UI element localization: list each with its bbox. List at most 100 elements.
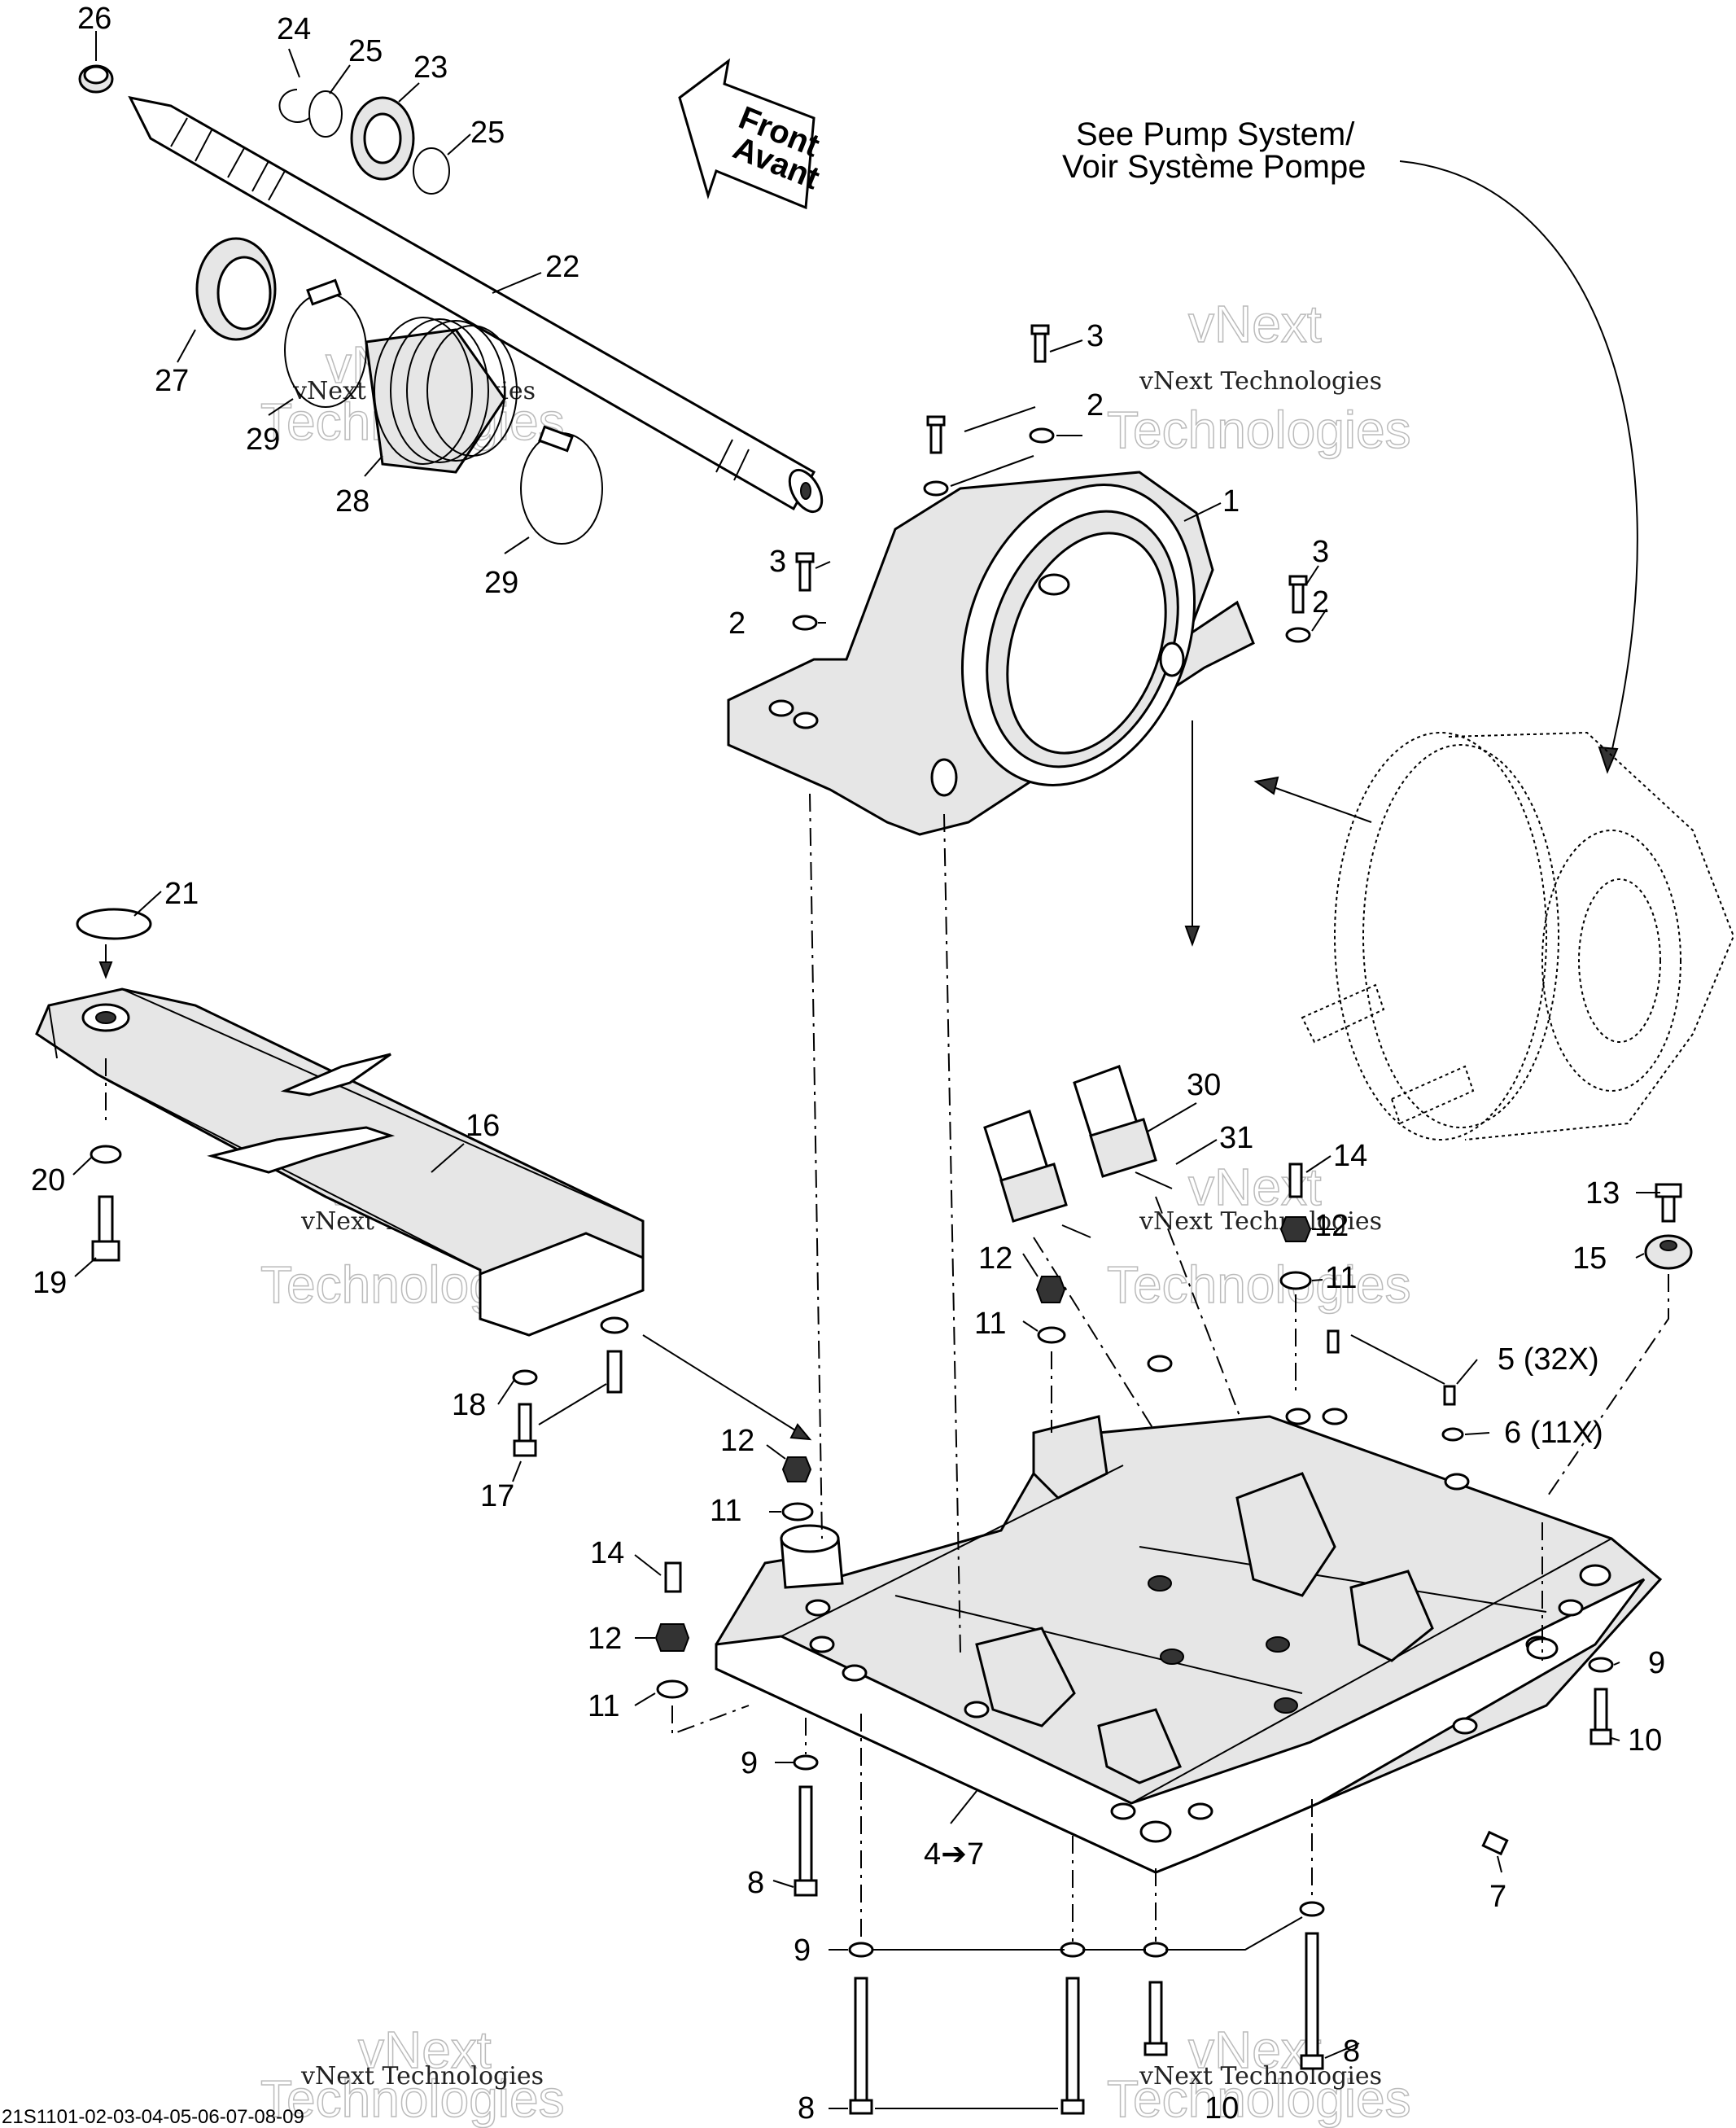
callout-12: 12 bbox=[588, 1622, 622, 1656]
watermark-big: vNext bbox=[358, 2021, 492, 2079]
washer-6 bbox=[1441, 1427, 1464, 1442]
callout-1: 1 bbox=[1222, 484, 1240, 519]
washer-2 bbox=[1285, 627, 1311, 643]
diagram-code: 21S1101-02-03-04-05-06-07-08-09 bbox=[2, 2106, 304, 2128]
bolt-10 bbox=[1594, 1688, 1608, 1732]
nut-12 bbox=[1035, 1276, 1066, 1303]
washer-2 bbox=[792, 615, 818, 631]
plug-21 bbox=[76, 908, 152, 940]
washer-11 bbox=[781, 1502, 814, 1522]
washer-18 bbox=[512, 1369, 538, 1386]
leader-lines bbox=[72, 31, 1660, 2109]
callout-23: 23 bbox=[413, 50, 448, 85]
pump-support-16 bbox=[35, 908, 645, 1337]
callout-17: 17 bbox=[480, 1479, 514, 1513]
washer-2 bbox=[1029, 427, 1055, 444]
callout-29: 29 bbox=[484, 566, 518, 600]
watermark-big: Technologies bbox=[1107, 1255, 1411, 1314]
plate-holes bbox=[805, 1355, 1611, 1843]
hose-fittings-30 bbox=[983, 1065, 1336, 1666]
o-ring-31 bbox=[1061, 1224, 1091, 1238]
callout-10: 10 bbox=[1205, 2091, 1239, 2126]
callout-14: 14 bbox=[590, 1536, 624, 1570]
front-direction-arrow: Front Avant bbox=[678, 58, 824, 210]
washer-9 bbox=[848, 1942, 874, 1958]
callout-labels: 26 24 25 23 25 22 27 29 28 29 3 2 1 3 2 … bbox=[31, 2, 1665, 2126]
mount-15 bbox=[1644, 1234, 1693, 1270]
washer-9 bbox=[1588, 1657, 1614, 1673]
callout-31: 31 bbox=[1219, 1121, 1253, 1155]
o-ring-31 bbox=[1135, 1171, 1173, 1189]
callout-8: 8 bbox=[798, 2091, 815, 2126]
callout-21: 21 bbox=[164, 877, 199, 911]
driveshaft-assembly bbox=[78, 64, 824, 545]
bolt-8 bbox=[854, 1977, 868, 2102]
callout-9: 9 bbox=[1648, 1646, 1665, 1680]
nut-12 bbox=[1279, 1216, 1312, 1242]
washer-18 bbox=[600, 1316, 629, 1334]
callout-20: 20 bbox=[31, 1163, 65, 1198]
watermark-small: vNext Technologies bbox=[1139, 2062, 1382, 2091]
callout-26: 26 bbox=[77, 2, 112, 36]
callout-11: 11 bbox=[1325, 1261, 1357, 1295]
clamp-29 bbox=[520, 425, 603, 545]
washer-9 bbox=[793, 1754, 819, 1771]
watermark-big: Technologies bbox=[1107, 401, 1411, 459]
callout-15: 15 bbox=[1572, 1241, 1607, 1276]
pump-note-line2: Voir Système Pompe bbox=[1062, 149, 1366, 185]
callout-3: 3 bbox=[769, 545, 786, 579]
callout-8: 8 bbox=[747, 1866, 764, 1900]
bolt-5 bbox=[1327, 1329, 1340, 1354]
callout-28: 28 bbox=[335, 484, 370, 519]
stud-14 bbox=[1288, 1163, 1303, 1198]
watermark-small: vNext Technologies bbox=[1139, 367, 1382, 396]
bolt-8 bbox=[1065, 1977, 1080, 2102]
callout-30: 30 bbox=[1187, 1068, 1221, 1102]
callout-2: 2 bbox=[1312, 585, 1329, 620]
watermark-big: Technologies bbox=[260, 2069, 565, 2128]
watermark-big: Technologies bbox=[1107, 2069, 1411, 2128]
washer-2 bbox=[923, 480, 949, 497]
bolt-17 bbox=[518, 1403, 532, 1443]
callout-12: 12 bbox=[720, 1424, 754, 1458]
seal-27 bbox=[195, 237, 277, 341]
driveshaft-housing-1 bbox=[727, 471, 1255, 836]
callout-16: 16 bbox=[466, 1109, 500, 1143]
pump-note-line1: See Pump System/ bbox=[1076, 116, 1355, 152]
stud-14 bbox=[664, 1561, 682, 1593]
nut-12 bbox=[781, 1456, 812, 1482]
callout-14: 14 bbox=[1333, 1139, 1367, 1173]
engine-mount-plate-4 bbox=[715, 1355, 1663, 1874]
callout-3: 3 bbox=[1087, 319, 1104, 353]
watermark-small: vNext Technologies bbox=[300, 2062, 544, 2091]
o-ring-25 bbox=[308, 90, 343, 138]
support-fasteners bbox=[90, 1058, 812, 1457]
boot-28 bbox=[365, 317, 518, 474]
washer-11 bbox=[656, 1679, 689, 1699]
callout-24: 24 bbox=[277, 12, 311, 46]
pump-system-note: See Pump System/ Voir Système Pompe bbox=[1062, 116, 1638, 774]
bearing-23 bbox=[350, 96, 415, 181]
washer-9 bbox=[1060, 1942, 1086, 1958]
seal-26 bbox=[78, 64, 114, 94]
washer-11 bbox=[1279, 1271, 1312, 1290]
callout-9: 9 bbox=[794, 1933, 811, 1968]
callout-12: 12 bbox=[1314, 1209, 1349, 1243]
callout-25: 25 bbox=[470, 116, 505, 150]
bolt-5 bbox=[1443, 1385, 1456, 1406]
callout-8: 8 bbox=[1343, 2034, 1360, 2069]
callout-11: 11 bbox=[974, 1307, 1006, 1341]
callout-2: 2 bbox=[1087, 388, 1104, 423]
callout-10: 10 bbox=[1628, 1723, 1662, 1758]
housing-fasteners bbox=[792, 324, 1311, 643]
o-ring-25 bbox=[413, 147, 450, 195]
callout-18: 18 bbox=[452, 1388, 486, 1422]
washer-9 bbox=[1299, 1901, 1325, 1917]
washer-9 bbox=[1143, 1942, 1169, 1958]
callout-11: 11 bbox=[588, 1689, 619, 1723]
callout-4-to-7: 4➔7 bbox=[924, 1837, 984, 1872]
callout-9: 9 bbox=[741, 1746, 758, 1780]
callout-27: 27 bbox=[155, 364, 189, 398]
driveshaft-22 bbox=[128, 95, 824, 514]
callout-11: 11 bbox=[710, 1494, 741, 1528]
